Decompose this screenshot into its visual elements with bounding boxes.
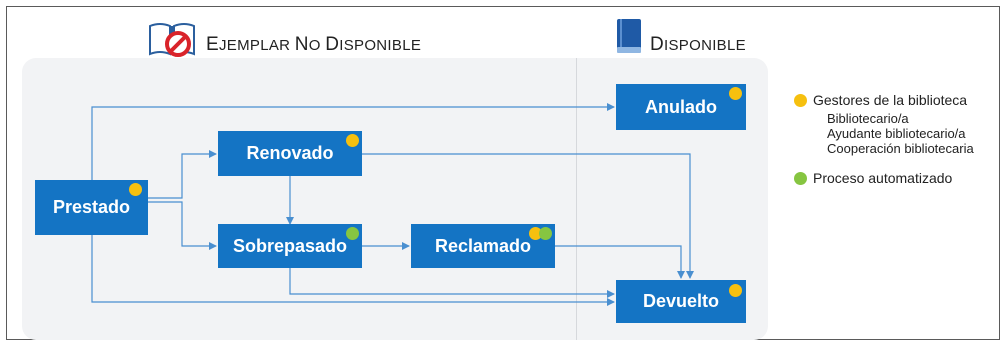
- edge-renovado-devuelto: [362, 153, 694, 279]
- edge-prestado-devuelto: [91, 235, 615, 306]
- section-divider: [576, 58, 577, 340]
- edge-reclamado-devuelto: [555, 245, 685, 279]
- edge-prestado-renovado: [148, 150, 217, 199]
- closed-book-icon: [617, 19, 641, 53]
- legend-role: Cooperación bibliotecaria: [827, 141, 974, 156]
- edge-sobrepasado-devuelto: [289, 268, 615, 298]
- gestores-dot: [729, 284, 742, 297]
- gestores-dot: [794, 93, 807, 107]
- node-renovado: Renovado: [218, 131, 362, 176]
- legend-automatizado: Proceso automatizado: [794, 170, 974, 186]
- header-unavailable: EJEMPLAR NO DISPONIBLE: [206, 34, 422, 55]
- automatizado-dot: [539, 227, 552, 240]
- edge-prestado-sobrepasado: [148, 201, 217, 250]
- gestores-dot: [129, 183, 142, 196]
- automatizado-dot: [346, 227, 359, 240]
- book-prohibited-icon: [149, 23, 195, 57]
- gestores-dot: [729, 87, 742, 100]
- gestores-dot: [529, 227, 542, 240]
- node-anulado: Anulado: [616, 84, 746, 130]
- automatizado-dot: [794, 171, 807, 185]
- legend-role: Ayudante bibliotecario/a: [827, 126, 966, 141]
- gestores-dot: [346, 134, 359, 147]
- node-devuelto: Devuelto: [616, 280, 746, 323]
- legend-role: Bibliotecario/a: [827, 111, 909, 126]
- edge-prestado-anulado: [91, 103, 615, 180]
- legend-gestores: Gestores de la biblioteca: [794, 92, 974, 108]
- header-available: DISPONIBLE: [650, 34, 746, 55]
- legend: Gestores de la biblioteca Bibliotecario/…: [794, 92, 974, 186]
- node-sobrepasado: Sobrepasado: [218, 224, 362, 268]
